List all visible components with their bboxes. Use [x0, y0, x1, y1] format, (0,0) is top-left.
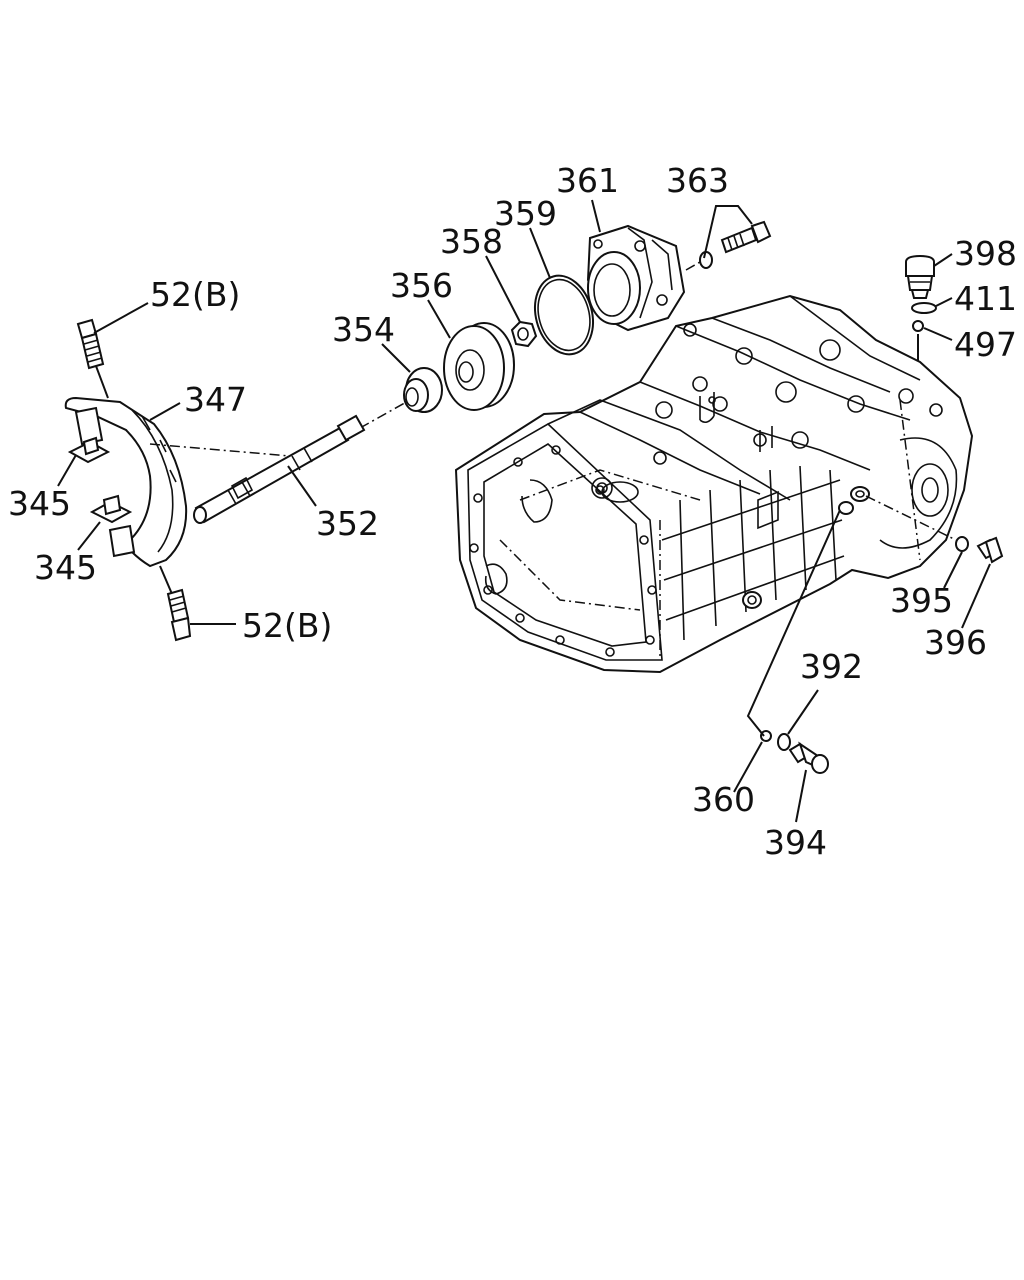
oring-359 — [534, 274, 594, 356]
label-361: 361 — [556, 161, 619, 200]
label-347: 347 — [184, 380, 247, 419]
ring-395 — [955, 536, 969, 552]
guide-395 — [865, 495, 957, 541]
label-394: 394 — [764, 823, 827, 862]
nut-358 — [510, 320, 538, 348]
label-363: 363 — [666, 161, 729, 200]
label-411: 411 — [954, 279, 1017, 318]
flange-356 — [443, 322, 515, 411]
leader-497 — [923, 327, 953, 341]
shaft-352 — [193, 414, 366, 524]
pad-345-top — [67, 436, 111, 464]
guide-fork-shaft — [149, 443, 291, 457]
label-395: 395 — [890, 581, 953, 620]
label-396: 396 — [924, 623, 987, 662]
switch-398 — [905, 254, 935, 299]
leader-358 — [485, 255, 521, 323]
leader-356 — [427, 299, 451, 339]
leader-396 — [961, 563, 991, 629]
label-52b-top: 52(B) — [150, 275, 240, 314]
bolt-52b-top — [76, 318, 109, 399]
leader-363 — [703, 205, 753, 259]
leader-398 — [933, 253, 953, 267]
washer-411 — [911, 302, 937, 314]
label-359: 359 — [494, 194, 557, 233]
leader-392 — [787, 689, 819, 735]
ring-497 — [912, 320, 924, 332]
label-52b-bottom: 52(B) — [242, 606, 332, 645]
label-360: 360 — [692, 780, 755, 819]
bolt-52b-bottom — [159, 565, 192, 642]
housing-361 — [586, 224, 686, 332]
label-497: 497 — [954, 325, 1017, 364]
label-356: 356 — [390, 266, 453, 305]
shift-fork-347 — [64, 396, 188, 568]
leader-361 — [591, 199, 601, 233]
transmission-case — [454, 294, 974, 674]
bolt-363 — [685, 220, 772, 271]
leader-411 — [935, 297, 953, 307]
leader-360 — [733, 741, 763, 793]
seal-354 — [403, 367, 443, 413]
plug-396 — [976, 536, 1004, 564]
pad-345-bottom — [89, 494, 133, 524]
label-345-top: 345 — [8, 484, 71, 523]
label-345-bottom: 345 — [34, 548, 97, 587]
leader-395 — [943, 551, 963, 589]
leader-354 — [381, 343, 411, 373]
label-392: 392 — [800, 647, 863, 686]
leader-352 — [287, 465, 317, 507]
sensor-394 — [788, 741, 829, 774]
label-358: 358 — [440, 222, 503, 261]
label-354: 354 — [332, 310, 395, 349]
ring-360 — [760, 730, 772, 742]
leader-345-top — [57, 454, 77, 487]
leader-394 — [795, 769, 807, 823]
leader-52b-top — [93, 302, 149, 334]
leader-347 — [149, 402, 181, 421]
leader-345-bottom — [77, 521, 101, 551]
label-398: 398 — [954, 234, 1017, 273]
leader-359 — [529, 227, 551, 279]
guide-shaft-seal — [359, 399, 411, 429]
label-352: 352 — [316, 504, 379, 543]
oring-392 — [777, 733, 791, 751]
guide-360 — [746, 509, 841, 737]
